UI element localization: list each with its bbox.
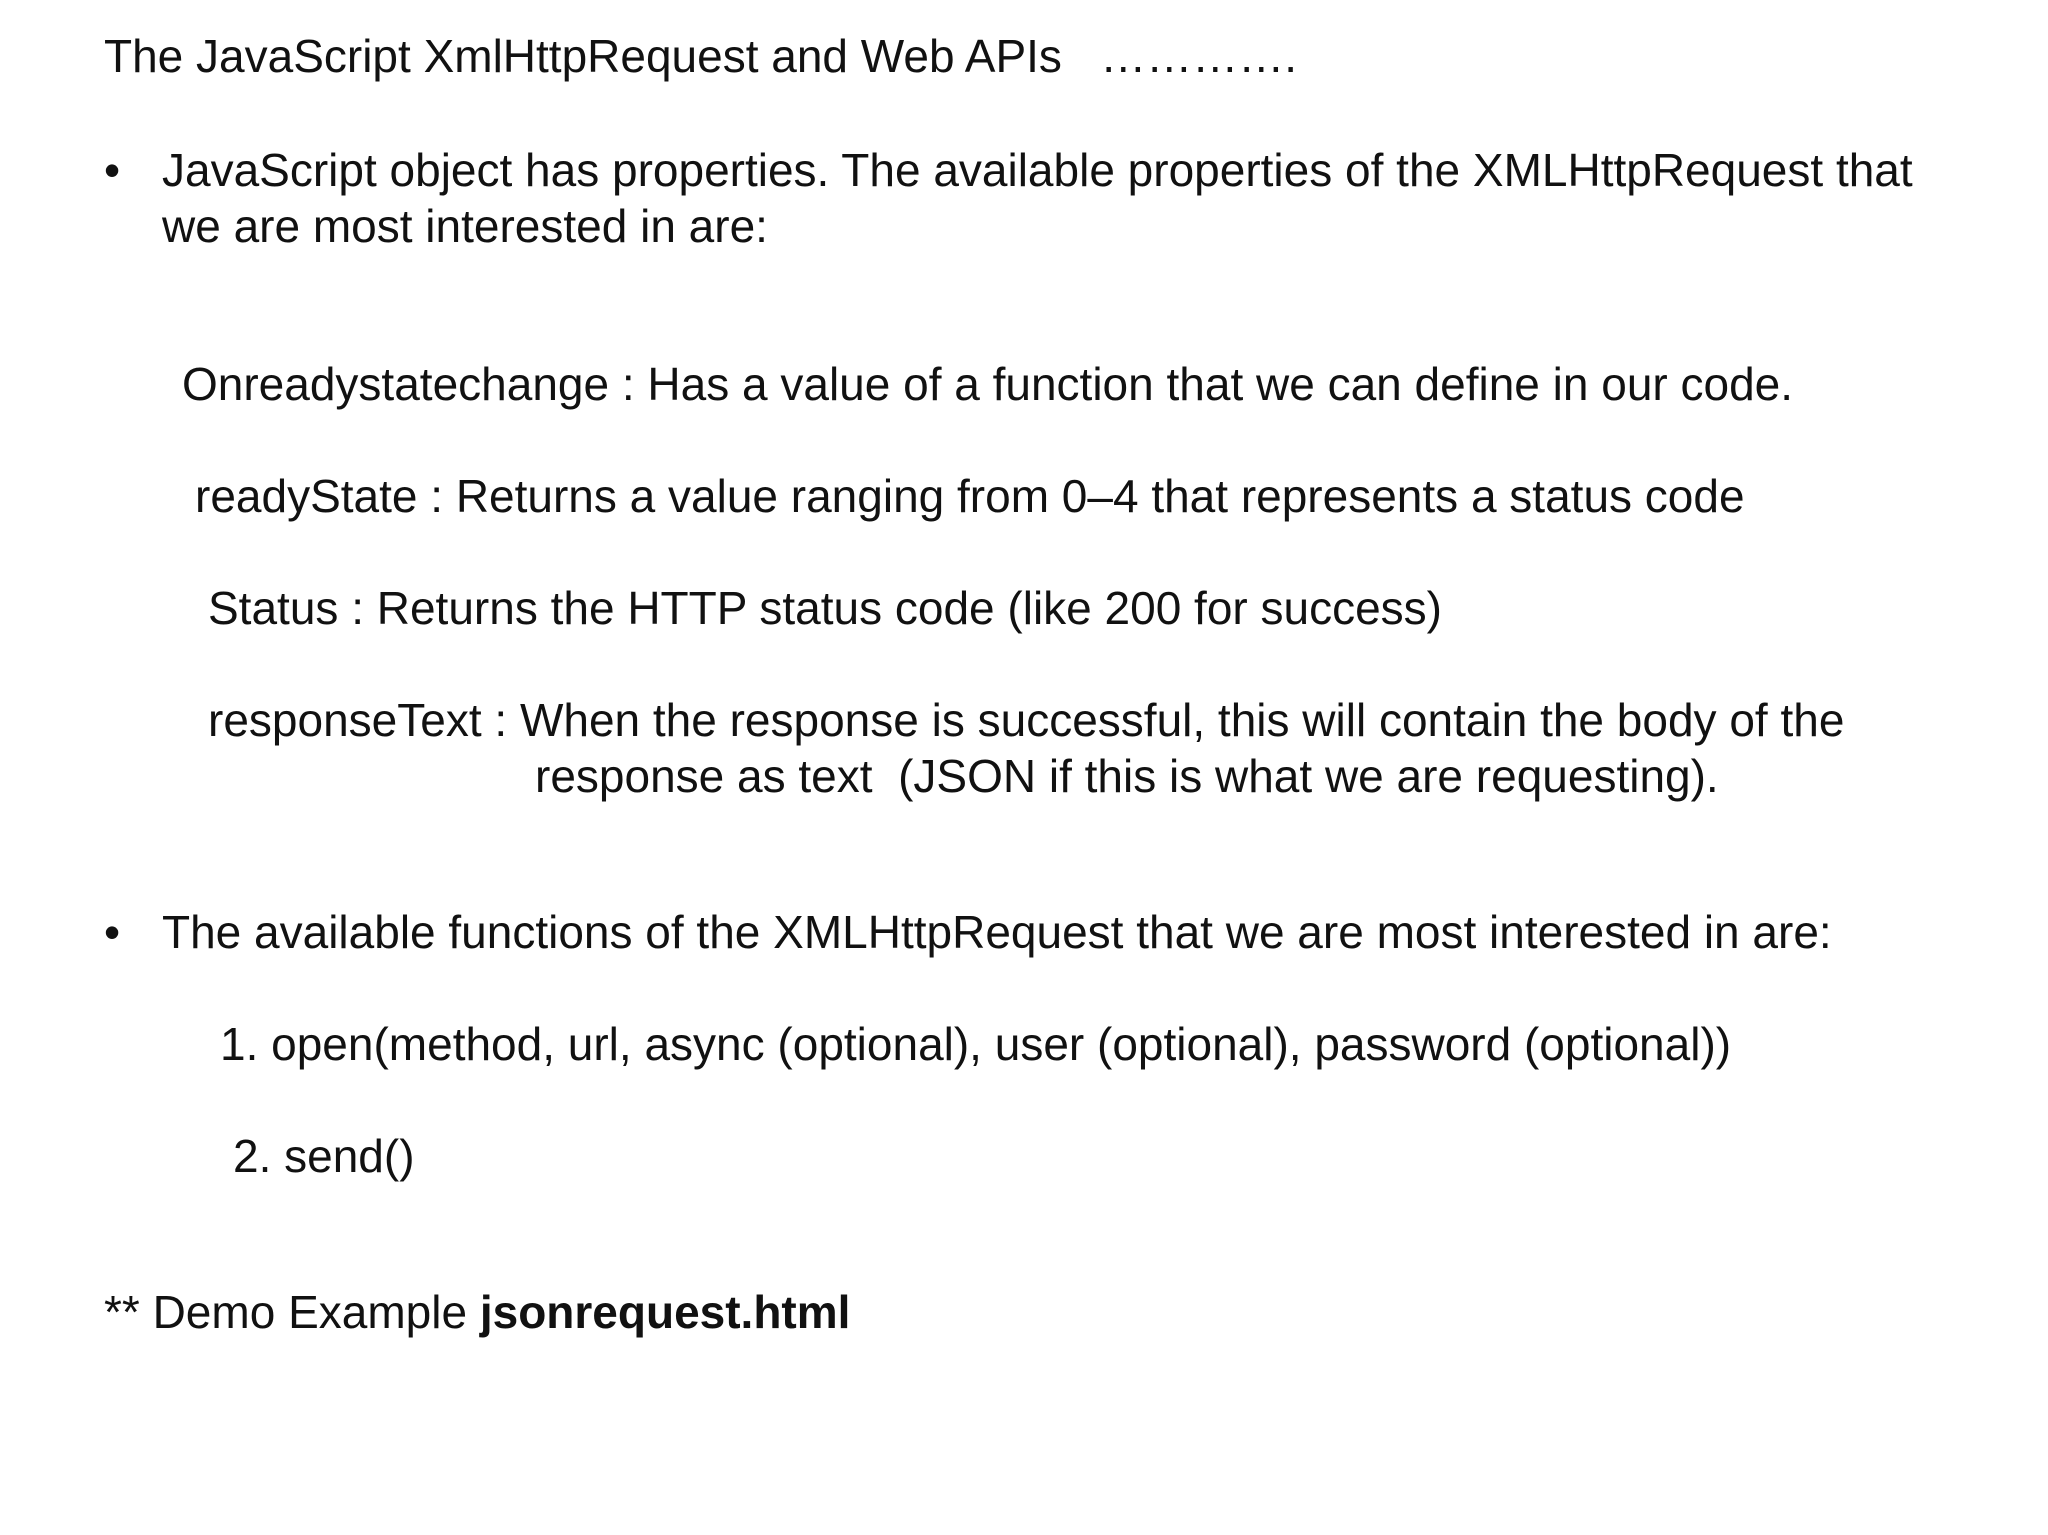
bullet-functions-text: The available functions of the XMLHttpRe… [162,906,1832,958]
property-responsetext-line2: response as text (JSON if this is what w… [535,750,1719,802]
demo-example: ** Demo Example jsonrequest.html [104,1284,850,1340]
property-responsetext-line1: responseText : When the response is succ… [208,694,1845,746]
slide-title: The JavaScript XmlHttpRequest and Web AP… [104,30,1298,82]
function-open: 1. open(method, url, async (optional), u… [220,1018,1732,1070]
demo-filename: jsonrequest.html [479,1286,851,1338]
function-send: 2. send() [233,1130,415,1182]
property-status: Status : Returns the HTTP status code (l… [208,582,1443,634]
property-readystate: readyState : Returns a value ranging fro… [195,470,1745,522]
bullet-properties-line1: JavaScript object has properties. The av… [162,144,1913,196]
bullet-dot: • [104,906,121,958]
demo-prefix: ** Demo Example [104,1286,480,1338]
bullet-dot: • [104,144,121,196]
bullet-properties-text: JavaScript object has properties. The av… [162,142,2048,254]
bullet-properties-line2: we are most interested in are: [162,200,768,252]
property-onreadystatechange: Onreadystatechange : Has a value of a fu… [182,358,1794,410]
